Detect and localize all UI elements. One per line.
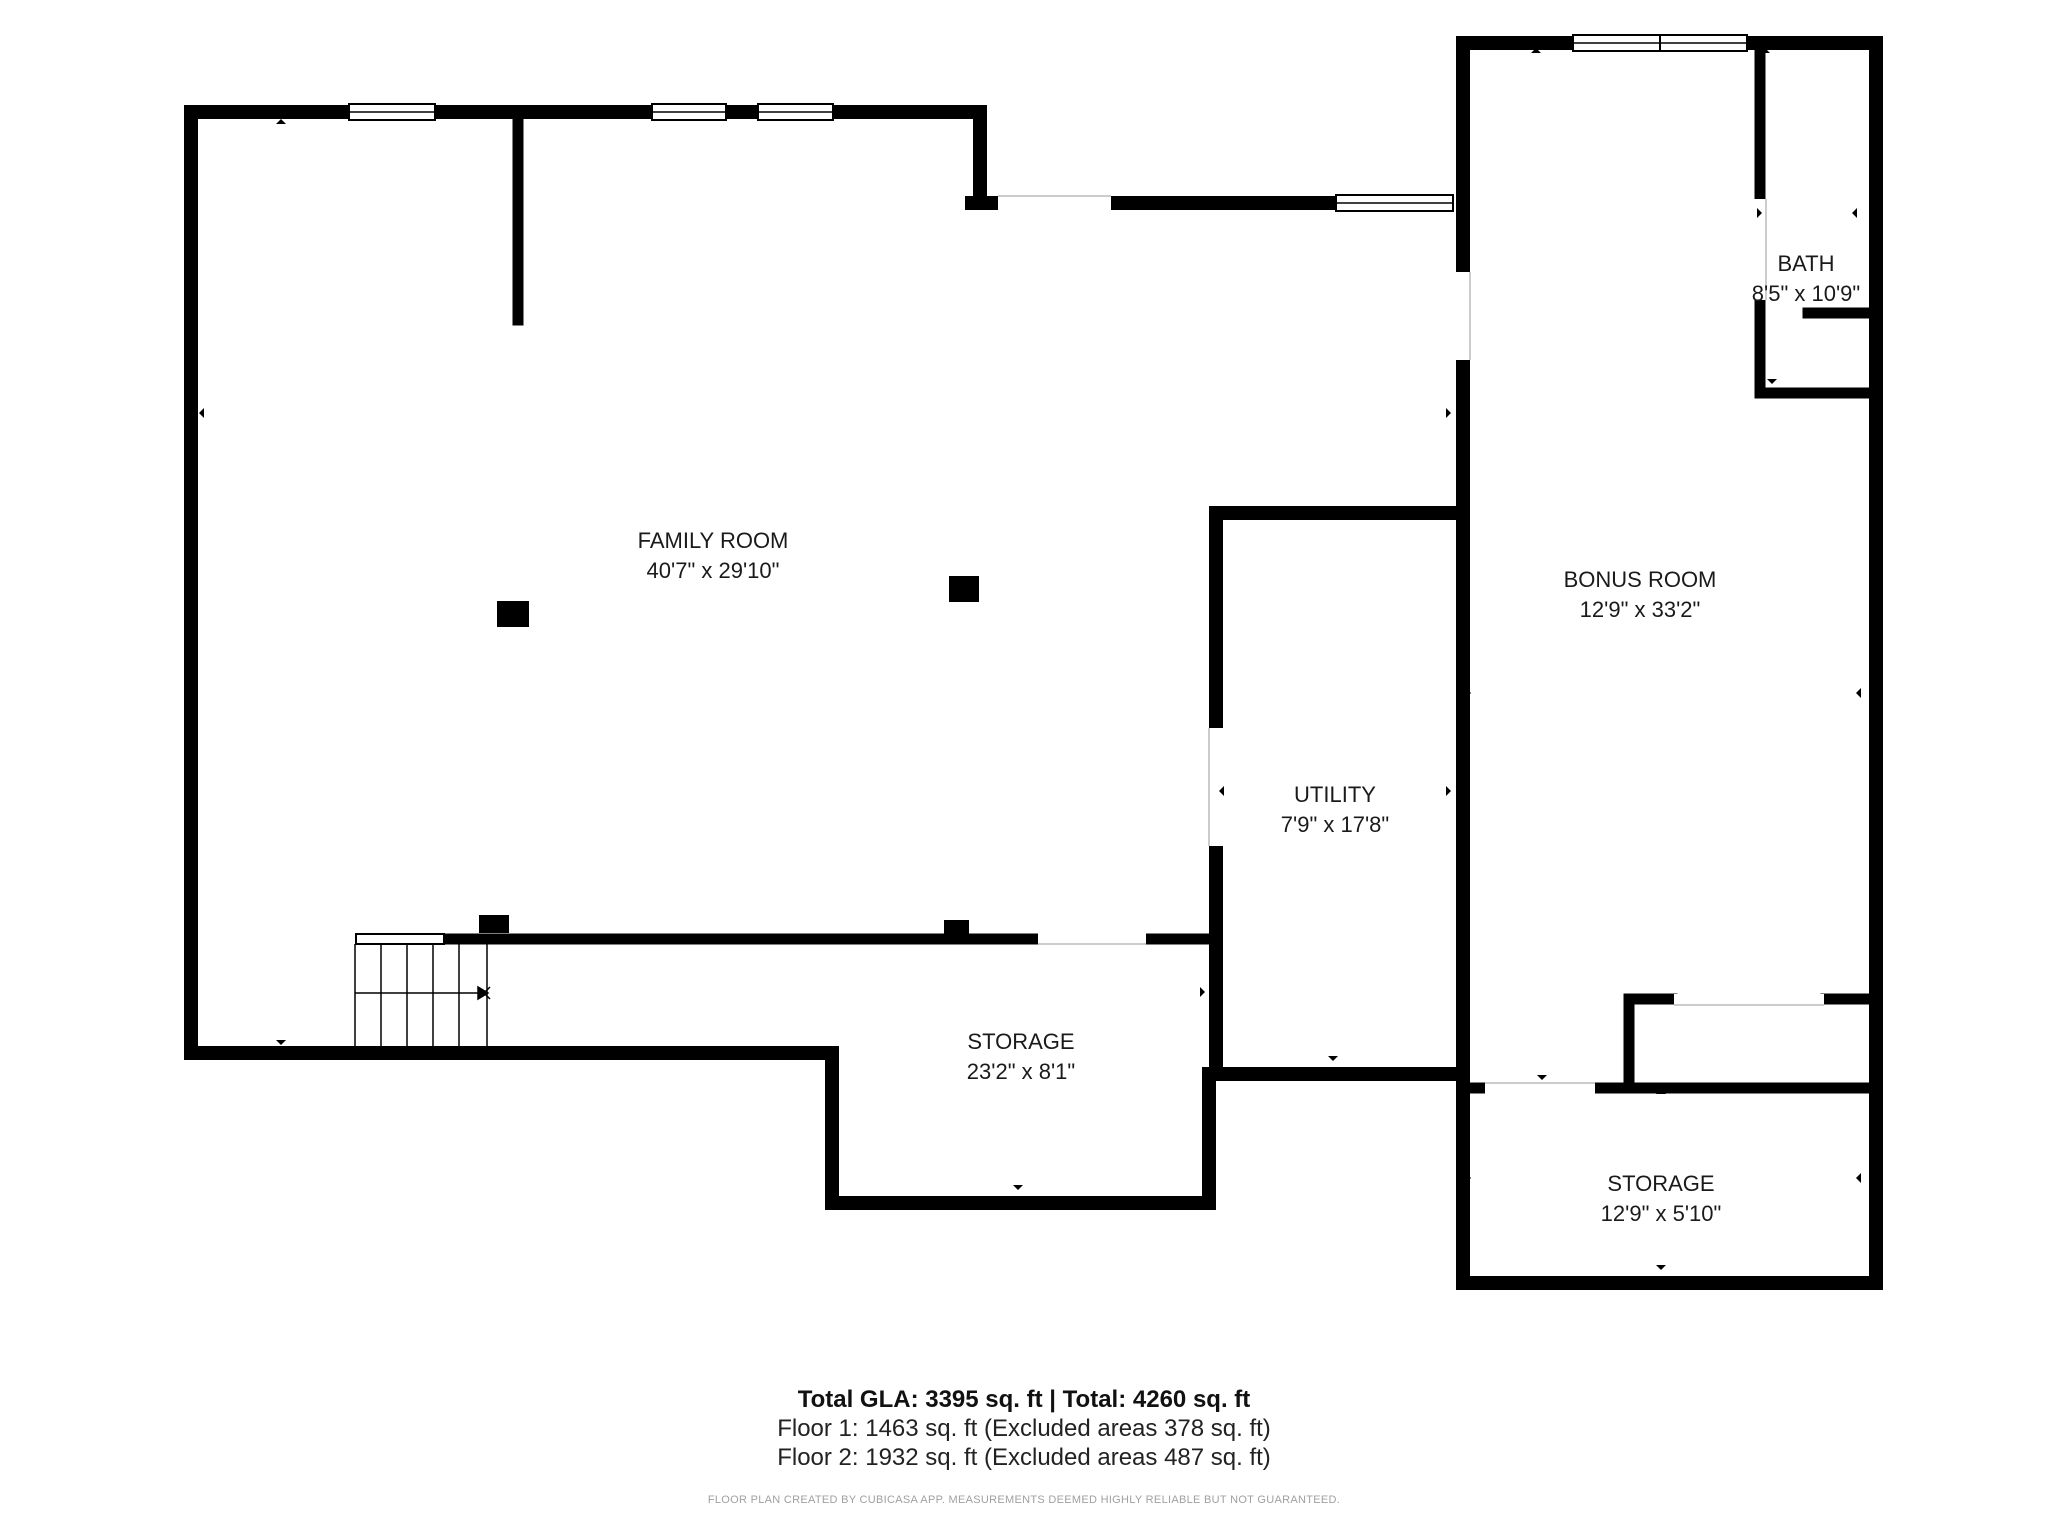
- walls: [184, 36, 1883, 1290]
- door-opening: [1209, 728, 1223, 846]
- door-opening: [1038, 933, 1146, 945]
- dimension-ticks: [199, 48, 1861, 1270]
- stairs: [354, 944, 491, 1047]
- window: [355, 933, 445, 945]
- utility-name: UTILITY: [1294, 782, 1376, 807]
- column: [944, 920, 969, 934]
- door-opening: [1674, 994, 1824, 1006]
- door-opening: [1485, 1083, 1595, 1095]
- door-opening: [998, 195, 1111, 211]
- utility-dims: 7'9" x 17'8": [1281, 812, 1389, 837]
- bath-name: BATH: [1777, 251, 1834, 276]
- bonus-room-name: BONUS ROOM: [1564, 567, 1717, 592]
- bonus-room-dims: 12'9" x 33'2": [1580, 597, 1701, 622]
- door-openings: [998, 195, 1824, 1095]
- bath-wall-lower: [1754, 296, 1882, 399]
- column: [949, 576, 979, 602]
- column: [479, 915, 509, 933]
- windows: [348, 34, 1748, 945]
- utility-wall: [1209, 506, 1470, 733]
- disclaimer-text: FLOOR PLAN CREATED BY CUBICASA APP. MEAS…: [708, 1494, 1340, 1506]
- bonus-room-outer-wall: [1456, 36, 1883, 1290]
- storage-center-name: STORAGE: [967, 1029, 1074, 1054]
- total-area-line: Total GLA: 3395 sq. ft | Total: 4260 sq.…: [798, 1386, 1251, 1413]
- column: [497, 601, 529, 627]
- floor-1-area: Floor 1: 1463 sq. ft (Excluded areas 378…: [777, 1415, 1271, 1442]
- door-opening: [1456, 272, 1470, 360]
- room-labels: FAMILY ROOM 40'7" x 29'10" BONUS ROOM 12…: [638, 251, 1861, 1226]
- family-room-name: FAMILY ROOM: [638, 528, 789, 553]
- storage-center-dims: 23'2" x 8'1": [967, 1059, 1075, 1084]
- storage-right-dims: 12'9" x 5'10": [1601, 1201, 1722, 1226]
- floor-2-area: Floor 2: 1932 sq. ft (Excluded areas 487…: [777, 1444, 1271, 1471]
- area-summary: Total GLA: 3395 sq. ft | Total: 4260 sq.…: [708, 1386, 1340, 1506]
- family-room-west-wall: [184, 105, 1216, 1210]
- closet-wall: [1623, 993, 1882, 1094]
- bath-dims: 8'5" x 10'9": [1752, 281, 1860, 306]
- storage-right-name: STORAGE: [1607, 1171, 1714, 1196]
- columns: [479, 576, 979, 934]
- door-opening: [1754, 199, 1766, 300]
- family-room-dims: 40'7" x 29'10": [647, 558, 780, 583]
